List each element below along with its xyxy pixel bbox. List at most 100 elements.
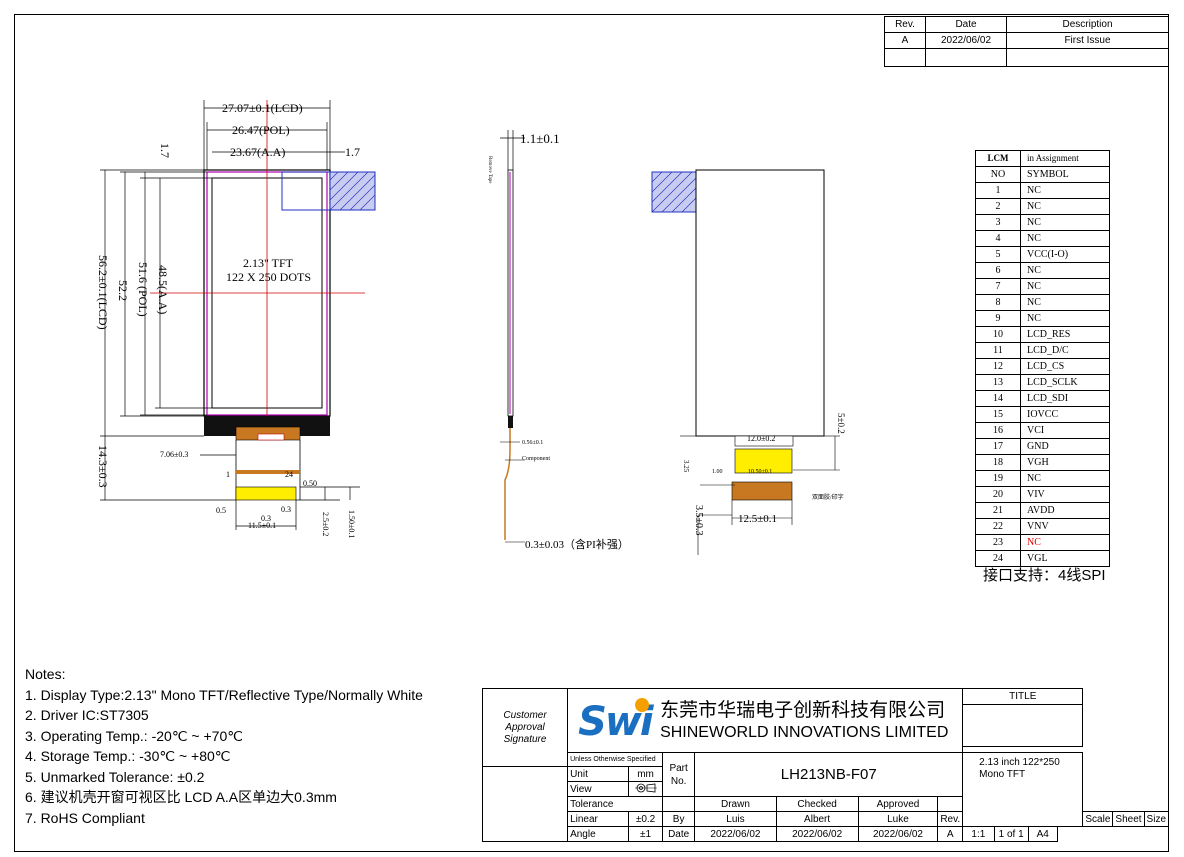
linear-value: ±0.2 [628, 811, 663, 827]
company-name-cn: 东莞市华瑞电子创新科技有限公司 [660, 699, 946, 721]
pin-symbol: NC [1020, 470, 1110, 487]
pin-table-col-symbol: SYMBOL [1020, 166, 1110, 183]
title-block: Customer Approval Signature Swi 东莞市华瑞电子创… [481, 688, 1170, 842]
checked-by: Albert [775, 811, 859, 827]
size-label: Size [1143, 811, 1170, 827]
pin-symbol: NC [1020, 198, 1110, 215]
pin-symbol: NC [1020, 278, 1110, 295]
pin-number: 10 [975, 326, 1021, 343]
pin-symbol: LCD_SDI [1020, 390, 1110, 407]
title-value-line1: 2.13 inch 122*250 [979, 757, 1060, 768]
customer-approval: Customer Approval Signature [481, 688, 569, 767]
approved-label: Approved [857, 796, 939, 812]
pin-symbol: NC [1020, 294, 1110, 311]
pin-symbol: LCD_D/C [1020, 342, 1110, 359]
pin-table-title-right: in Assignment [1020, 150, 1110, 167]
part-no-label: Part No. [661, 752, 696, 797]
notes: Notes: 1. Display Type:2.13" Mono TFT/Re… [25, 664, 423, 828]
pin-symbol: VNV [1020, 518, 1110, 535]
pin-number: 9 [975, 310, 1021, 327]
label-remove-tape: Remove Tape [487, 156, 492, 184]
notes-title: Notes: [25, 666, 66, 682]
pin-symbol: NC [1020, 310, 1110, 327]
dim-52-2: 52.2 [116, 280, 130, 301]
pin-number: 13 [975, 374, 1021, 391]
title-label: TITLE [963, 689, 1083, 705]
pin-symbol: NC [1020, 214, 1110, 231]
company-name-en: SHINEWORLD INNOVATIONS LIMITED [660, 723, 949, 741]
pin-symbol: LCD_SCLK [1020, 374, 1110, 391]
pin-number: 7 [975, 278, 1021, 295]
pin-first-label: 1 [226, 470, 230, 479]
dim-right-margin: 1.7 [345, 145, 360, 159]
tolerance-blank [661, 796, 696, 812]
pin-number: 20 [975, 486, 1021, 503]
dim-fpc-total: 14.3±0.3 [96, 445, 110, 488]
note-item: 2. Driver IC:ST7305 [25, 707, 149, 723]
drawn-by: Luis [694, 811, 777, 827]
view-label: View [567, 781, 630, 797]
dim-2-5: 2.5±0.2 [321, 512, 330, 537]
rev-header: Rev. [884, 16, 926, 33]
pin-symbol: IOVCC [1020, 406, 1110, 423]
display-label-line1: 2.13" TFT [243, 256, 294, 270]
rev-label: Rev. [937, 811, 964, 827]
logo-sun-icon [635, 697, 650, 712]
dim-0-3a: 0.3 [261, 514, 271, 523]
interface-note: 接口支持：4线SPI [983, 567, 1106, 584]
pin-symbol: AVDD [1020, 502, 1110, 519]
drawn-date: 2022/06/02 [694, 826, 777, 842]
pin-number: 11 [975, 342, 1021, 359]
pin-symbol: GND [1020, 438, 1110, 455]
dim-0-3b: 0.3 [281, 505, 291, 514]
rev-value: A [884, 32, 926, 49]
checked-date: 2022/06/02 [775, 826, 859, 842]
approved-by: Luke [857, 811, 939, 827]
pin-number: 3 [975, 214, 1021, 231]
dim-pi-thickness: 0.3±0.03（含PI补强） [525, 539, 629, 551]
size-value: A4 [1027, 826, 1058, 842]
pin-symbol: LCD_CS [1020, 358, 1110, 375]
revision-table: Rev. Date Description A 2022/06/02 First… [884, 16, 1169, 67]
pin-symbol: NC [1020, 182, 1110, 199]
pin-number: 22 [975, 518, 1021, 535]
note-item: 4. Storage Temp.: -30℃ ~ +80℃ [25, 748, 231, 764]
linear-label: Linear [567, 811, 630, 827]
pin-number: 15 [975, 406, 1021, 423]
dim-thickness: 1.1±0.1 [520, 131, 560, 146]
pin-number: 2 [975, 198, 1021, 215]
pin-number: 5 [975, 246, 1021, 263]
scale-value: 1:1 [962, 826, 995, 842]
dim-1-00: 1.00 [712, 469, 723, 475]
dim-12-0: 12.0±0.2 [747, 434, 776, 443]
date-label: Date [661, 826, 696, 842]
date-value: 2022/06/02 [925, 32, 1007, 49]
dim-3-5: 3.5±0.3 [693, 505, 704, 536]
pin-symbol: VCC(I-O) [1020, 246, 1110, 263]
pin-number: 19 [975, 470, 1021, 487]
dim-0-5: 0.5 [216, 506, 226, 515]
dim-11-5: 11.5±0.1 [248, 521, 277, 530]
rev-empty [884, 48, 926, 67]
pin-table-col-no: NO [975, 166, 1021, 183]
note-item: 3. Operating Temp.: -20℃ ~ +70℃ [25, 727, 243, 744]
dim-12-5: 12.5±0.1 [738, 513, 778, 525]
description-value: First Issue [1006, 32, 1169, 49]
front-view-drawing [100, 100, 376, 530]
pin-number: 6 [975, 262, 1021, 279]
pin-symbol: VIV [1020, 486, 1110, 503]
note-item: 5. Unmarked Tolerance: ±0.2 [25, 768, 205, 785]
dim-1-5: 1.50±0.1 [347, 510, 356, 539]
